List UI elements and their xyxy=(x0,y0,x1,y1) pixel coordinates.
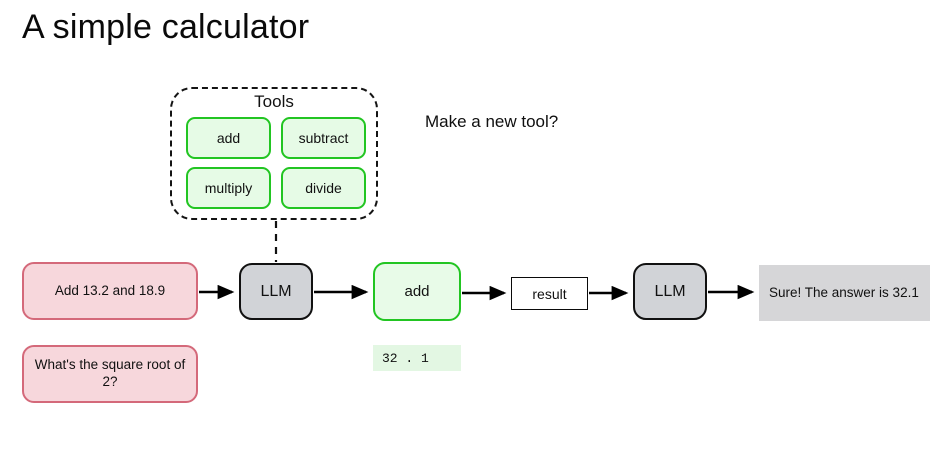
tool-chip-divide[interactable]: divide xyxy=(281,167,366,209)
final-answer-node: Sure! The answer is 32.1 xyxy=(759,265,930,321)
llm-node-second[interactable]: LLM xyxy=(633,263,707,320)
user-prompt-secondary[interactable]: What's the square root of 2? xyxy=(22,345,198,403)
tool-output-value: 32 . 1 xyxy=(373,345,461,371)
tool-chip-multiply[interactable]: multiply xyxy=(186,167,271,209)
tool-chip-add[interactable]: add xyxy=(186,117,271,159)
result-node[interactable]: result xyxy=(511,277,588,310)
tools-grid: add subtract multiply divide xyxy=(186,117,366,209)
user-prompt-primary[interactable]: Add 13.2 and 18.9 xyxy=(22,262,198,320)
page-title: A simple calculator xyxy=(22,8,310,46)
make-new-tool-label: Make a new tool? xyxy=(425,112,559,131)
tool-call-node-add[interactable]: add xyxy=(373,262,461,321)
llm-node-first[interactable]: LLM xyxy=(239,263,313,320)
tools-panel: Tools add subtract multiply divide xyxy=(170,87,378,220)
tool-chip-subtract[interactable]: subtract xyxy=(281,117,366,159)
tools-panel-title: Tools xyxy=(254,92,294,111)
